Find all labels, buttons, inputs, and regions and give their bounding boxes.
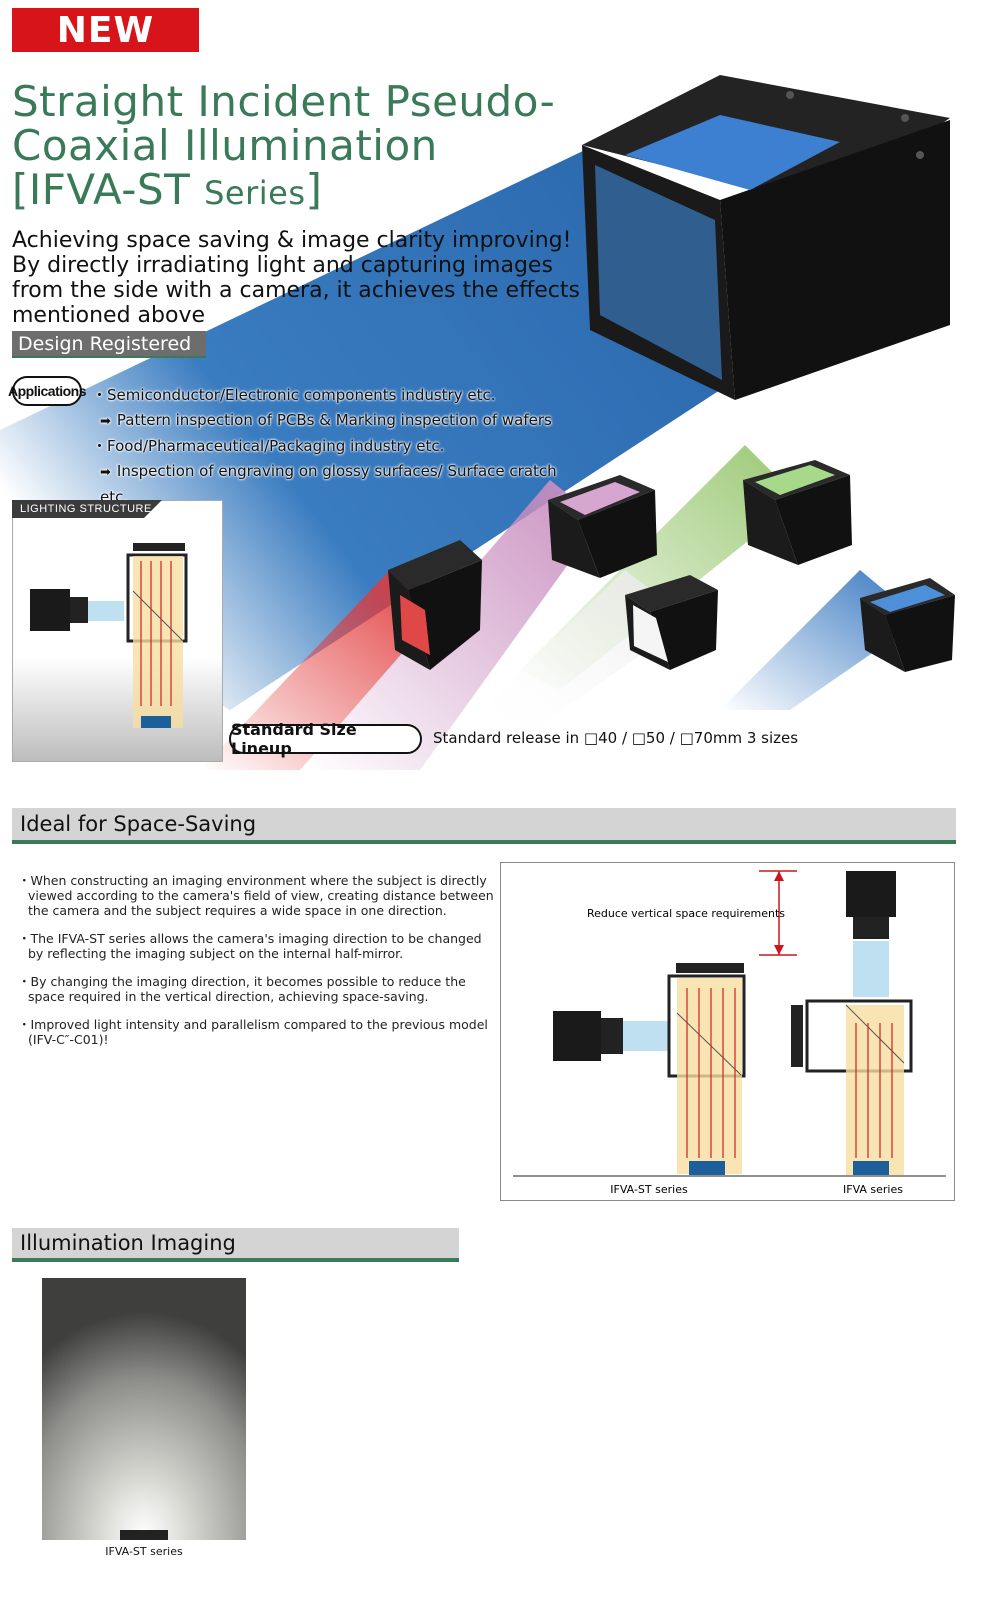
tagline-line: Achieving space saving & image clarity i…	[12, 228, 572, 253]
title-line-1: Straight Incident Pseudo-	[12, 77, 556, 126]
application-subitem: ➡Pattern inspection of PCBs & Marking in…	[100, 411, 552, 429]
photo-caption: IFVA-ST series	[105, 1545, 183, 1558]
illumination-sample-photo	[42, 1278, 246, 1540]
space-comparison-diagram: Reduce vertical space requirements	[500, 862, 955, 1201]
section-header-illumination-imaging: Illumination Imaging	[12, 1228, 459, 1262]
ifva-caption: IFVA series	[843, 1183, 903, 1196]
bullet-item: ・The IFVA-ST series allows the camera's …	[18, 931, 482, 961]
application-item: ・Semiconductor/Electronic components ind…	[92, 386, 496, 404]
applications-label: Applications	[8, 376, 87, 406]
lighting-structure-panel	[12, 500, 223, 762]
large-product-block	[582, 75, 950, 400]
applications-list: ・Semiconductor/Electronic components ind…	[92, 383, 562, 510]
lighting-structure-diagram	[30, 543, 188, 728]
section-header-space-saving: Ideal for Space-Saving	[12, 808, 956, 844]
annotation-text: Reduce vertical space requirements	[587, 907, 785, 920]
tagline: Achieving space saving & image clarity i…	[12, 228, 592, 328]
space-saving-bullets: ・When constructing an imaging environmen…	[18, 873, 498, 1060]
ifva-st-diagram	[553, 963, 746, 1175]
title-line-2: Coaxial Illumination	[12, 121, 438, 170]
ifva-st-caption: IFVA-ST series	[610, 1183, 688, 1196]
tagline-line: By directly irradiating light and captur…	[12, 253, 553, 278]
tagline-line: mentioned above	[12, 303, 206, 328]
white-product	[625, 575, 718, 670]
arrow-right-icon: ➡	[100, 414, 111, 429]
bullet-item: ・When constructing an imaging environmen…	[18, 873, 494, 918]
bullet-item: ・Improved light intensity and parallelis…	[18, 1017, 488, 1047]
blue-product	[860, 578, 955, 672]
ifva-diagram	[791, 871, 913, 1175]
lineup-sizes-text: Standard release in □40 / □50 / □70mm 3 …	[433, 729, 799, 747]
application-item: ・Food/Pharmaceutical/Packaging industry …	[92, 437, 445, 455]
design-registered-badge: Design Registered	[12, 331, 206, 358]
title-series: [IFVA-ST Series]	[12, 165, 323, 214]
bullet-item: ・By changing the imaging direction, it b…	[18, 974, 466, 1004]
tagline-line: from the side with a camera, it achieves…	[12, 278, 580, 303]
pink-product	[548, 475, 657, 578]
red-product	[388, 540, 482, 670]
new-badge: NEW	[12, 8, 199, 52]
green-product	[743, 460, 852, 565]
standard-size-lineup-label: Standard Size Lineup	[229, 720, 422, 758]
product-title: Straight Incident Pseudo- Coaxial Illumi…	[12, 80, 572, 215]
lighting-structure-label: LIGHTING STRUCTURE	[12, 500, 162, 518]
arrow-right-icon: ➡	[100, 465, 111, 480]
